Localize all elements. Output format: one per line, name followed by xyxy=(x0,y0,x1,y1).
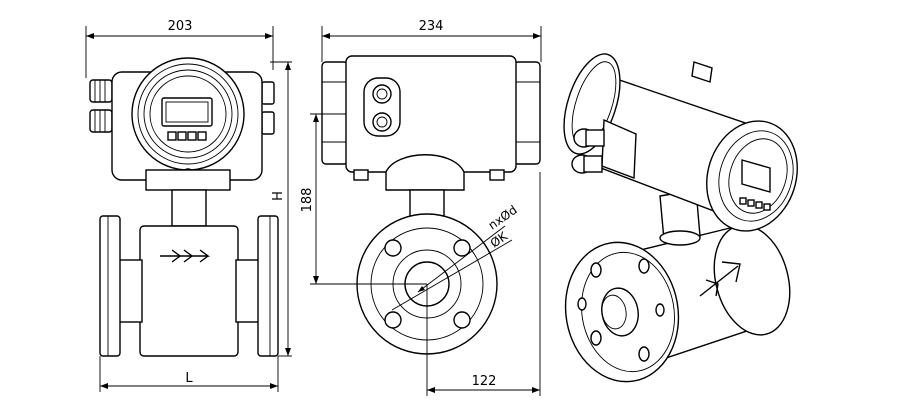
dimension-H: H xyxy=(271,191,286,201)
isometric-view xyxy=(563,53,798,383)
bolt-circle-callout: ØK xyxy=(488,228,511,250)
front-view: 203 xyxy=(85,19,292,392)
dimension-203: 203 xyxy=(168,19,193,34)
dimension-188: 188 xyxy=(300,188,315,213)
dimension-L: L xyxy=(185,371,193,386)
dimension-122: 122 xyxy=(472,374,497,389)
dimension-234: 234 xyxy=(419,19,444,34)
side-view: 234 nxØd ØK xyxy=(300,19,542,396)
